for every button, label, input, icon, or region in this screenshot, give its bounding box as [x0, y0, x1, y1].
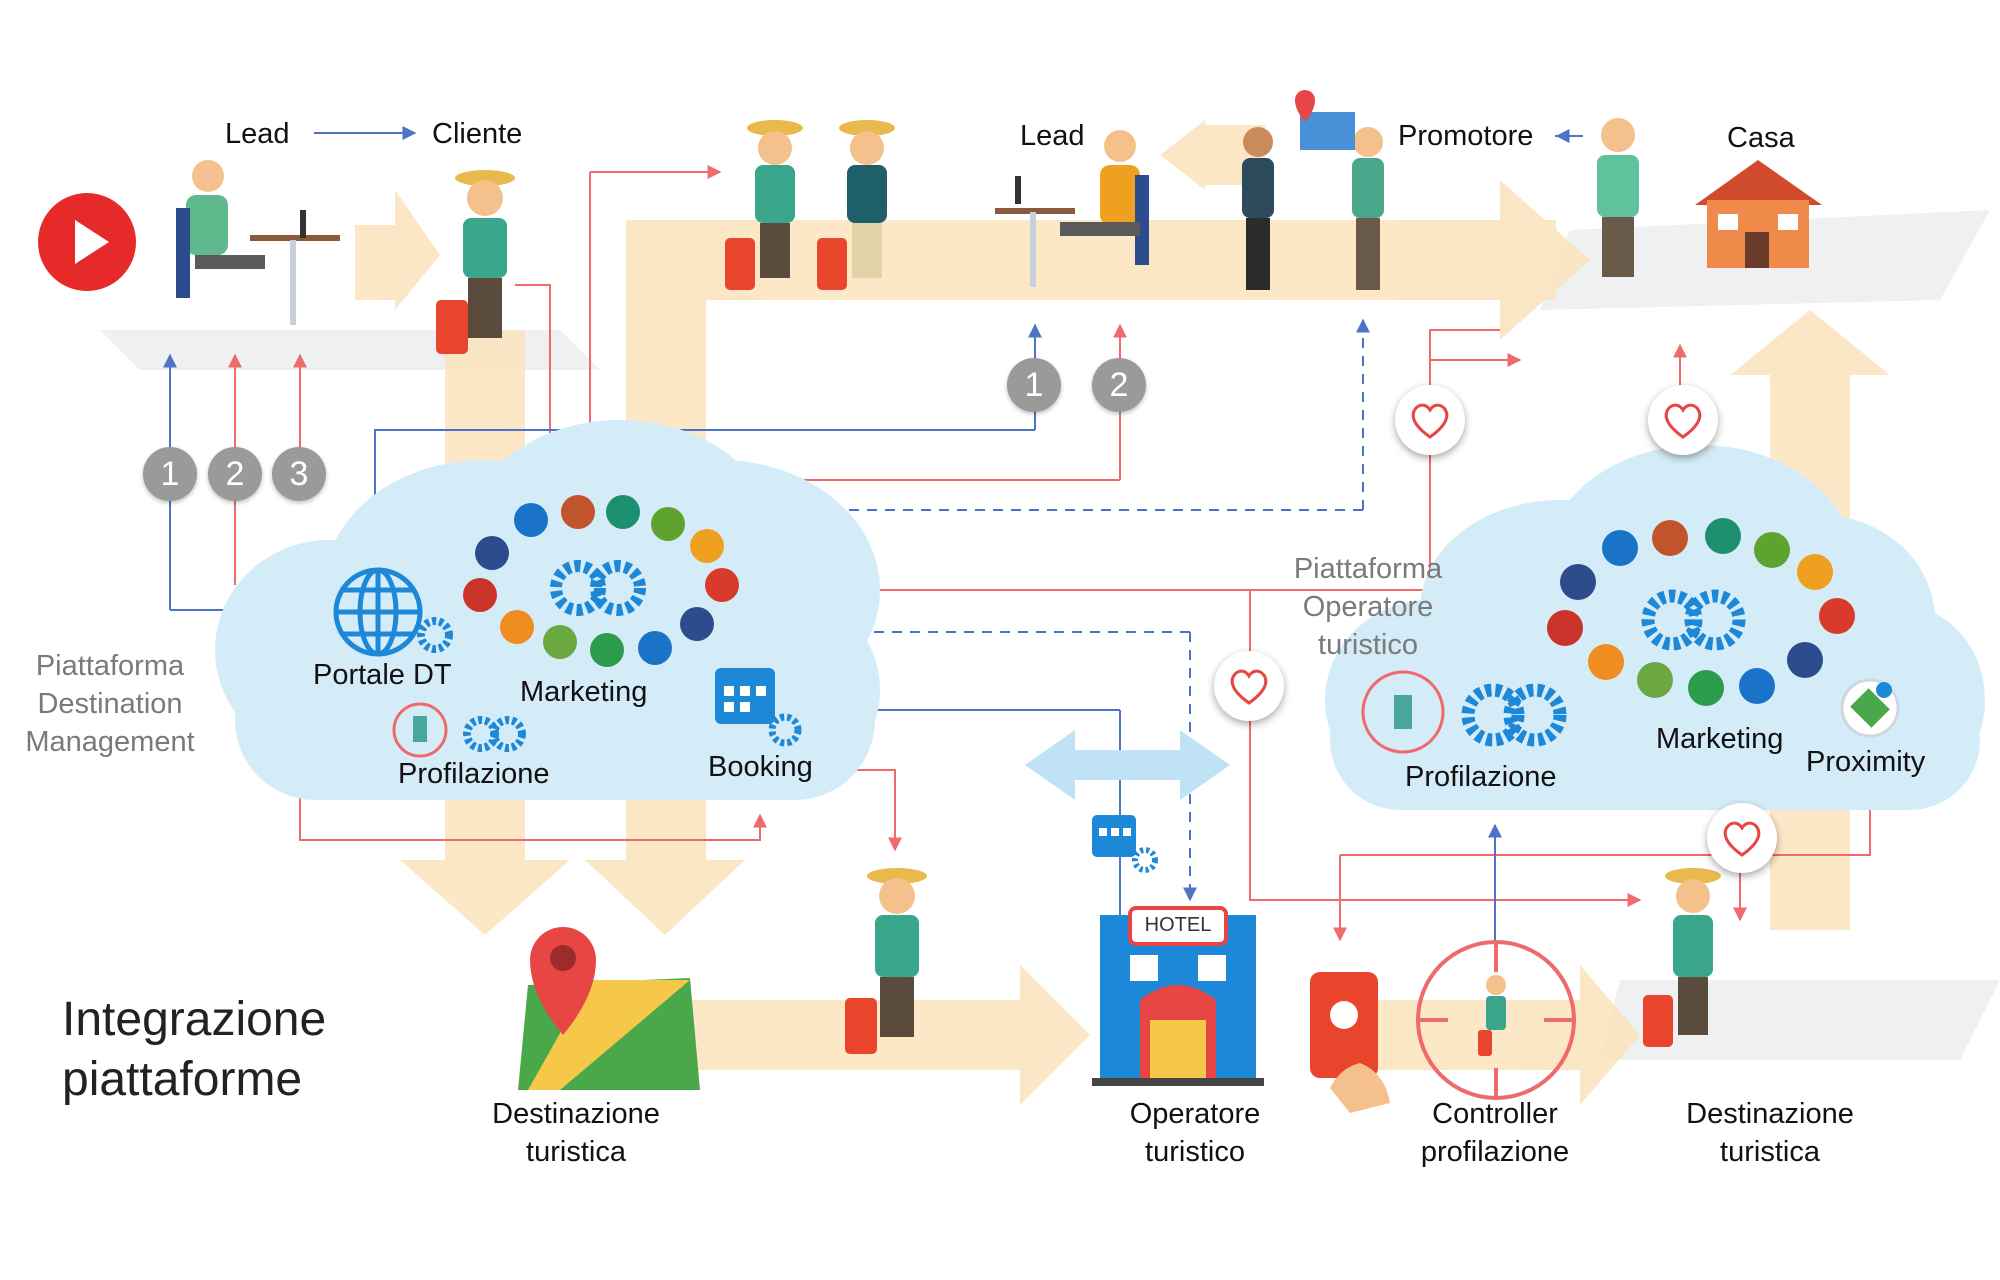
tourist-icon-cliente — [436, 170, 515, 354]
tourist-icon-bottom — [845, 868, 927, 1054]
gear-icon-portale — [417, 617, 453, 653]
step-badge-3-left: 3 — [272, 447, 326, 501]
label-portale-dt: Portale DT — [313, 659, 452, 691]
target-icon-left — [392, 702, 448, 758]
person-at-desk-icon-right — [995, 130, 1149, 287]
tourists-pair-icon — [725, 120, 895, 290]
heart-icon-4 — [1707, 803, 1777, 873]
step-badge-2-top: 2 — [1092, 358, 1146, 412]
target-icon-right — [1361, 670, 1445, 754]
label-platform-operator: Piattaforma Operatore turistico — [1293, 553, 1443, 661]
map-pin-icon-destinazione — [518, 927, 700, 1090]
play-icon[interactable] — [38, 193, 136, 291]
label-promotore: Promotore — [1398, 120, 1534, 152]
step-badge-2-left: 2 — [208, 447, 262, 501]
globe-icon — [333, 567, 423, 657]
heart-icon-3 — [1214, 651, 1284, 721]
calendar-icon-hotel — [1092, 815, 1158, 873]
gear-icon-profilazione-right — [1461, 683, 1567, 747]
label-casa: Casa — [1727, 122, 1795, 154]
house-icon — [1695, 160, 1822, 268]
smartphone-location-icon — [1310, 972, 1390, 1113]
gear-icon-profilazione-left — [463, 716, 526, 752]
label-profilazione-right: Profilazione — [1405, 761, 1557, 793]
proximity-icon — [1840, 678, 1900, 738]
hotel-icon — [1092, 906, 1264, 1086]
label-cliente: Cliente — [432, 118, 523, 150]
label-lead-right: Lead — [1020, 120, 1085, 152]
marketing-icon-ring-left — [463, 495, 739, 667]
step-badge-1-left: 1 — [143, 447, 197, 501]
page-title: Integrazione piattaforme — [62, 993, 327, 1106]
label-booking: Booking — [708, 751, 813, 783]
label-profilazione-left: Profilazione — [398, 758, 550, 790]
label-destinazione-right: Destinazione turistica — [1686, 1098, 1854, 1168]
tourist-icon-controller — [1478, 975, 1506, 1056]
gear-icon-right-main — [1641, 589, 1746, 651]
marketing-icon-ring-right — [1547, 518, 1855, 706]
label-lead-left: Lead — [225, 118, 290, 150]
label-platform-destination-management: Piattaforma Destination Management — [25, 650, 195, 758]
promotore-person-icon — [1597, 118, 1639, 277]
label-marketing-left: Marketing — [520, 676, 648, 708]
label-controller-profilazione: Controller profilazione — [1420, 1098, 1570, 1168]
heart-icon-1 — [1395, 385, 1465, 455]
label-marketing-right: Marketing — [1656, 723, 1784, 755]
step-badge-1-top: 1 — [1007, 358, 1061, 412]
heart-icon-2 — [1648, 385, 1718, 455]
label-proximity: Proximity — [1806, 746, 1926, 778]
label-destinazione-left: Destinazione turistica — [492, 1098, 660, 1168]
tourist-icon-destinazione-right — [1643, 868, 1721, 1047]
sync-double-arrow — [1025, 730, 1230, 800]
map-pin-icon-top — [1295, 90, 1355, 150]
calendar-icon-booking — [715, 668, 802, 747]
handshake-icon — [1242, 127, 1384, 290]
person-at-desk-icon-left — [176, 160, 340, 325]
label-operatore-turistico: Operatore turistico — [1129, 1098, 1261, 1168]
hotel-sign-label: HOTEL — [1144, 914, 1212, 936]
controller-target-icon — [1416, 940, 1576, 1100]
gear-icon-left-main — [550, 560, 646, 616]
